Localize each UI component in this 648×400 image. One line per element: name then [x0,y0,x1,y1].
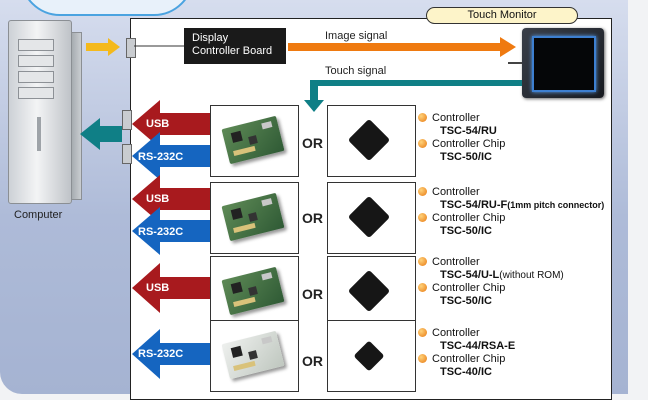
chip-image [347,195,391,239]
usb-arrow [132,263,222,313]
computer-label: Computer [14,209,63,221]
rs232c-label: RS-232C [138,226,184,238]
usb-arrow [132,100,222,148]
controller-chip-photo [327,105,416,177]
chip-label: Controller Chip [432,138,506,150]
controller-label: Controller [432,186,480,198]
bullet-icon [418,113,427,122]
right-margin [628,0,648,394]
chip-model: TSC-50/IC [440,151,492,163]
option-spec-4: Controller TSC-44/RSA-E Controller Chip … [418,327,515,379]
bullet-icon [418,139,427,148]
controller-board-photo [210,320,299,392]
chip-label: Controller Chip [432,212,506,224]
pcb-image [221,115,285,165]
port-connector [126,38,136,58]
controller-model: TSC-54/RU-F [440,199,508,211]
or-label: OR [302,286,323,302]
drive-bay [18,87,54,99]
rs232c-label: RS-232C [138,348,184,360]
chip-image [353,340,385,372]
controller-note: (1mm pitch connector) [507,200,605,210]
bullet-icon [418,187,427,196]
rs232c-arrow [132,132,222,180]
chip-image [347,269,391,313]
display-controller-board: Display Controller Board [184,28,286,64]
drive-bay [18,39,54,51]
port-connector [122,110,132,130]
bullet-icon [418,328,427,337]
option-spec-2: Controller TSC-54/RU-F(1mm pitch connect… [418,186,604,238]
or-label: OR [302,135,323,151]
touch-signal-arrow [304,80,522,112]
controller-board-photo [210,256,299,328]
usb-label: USB [146,282,170,294]
pcb-image [221,192,285,242]
controller-model: TSC-44/RSA-E [440,340,516,352]
drive-bay [18,71,54,83]
board-label-line1: Display [192,32,229,44]
pcb-image [221,330,285,380]
option-spec-1: Controller TSC-54/RU Controller Chip TSC… [418,112,505,164]
monitor-screen [532,36,596,92]
bullet-icon [418,283,427,292]
port-connector [122,144,132,164]
or-label: OR [302,210,323,226]
or-label: OR [302,353,323,369]
option-spec-3: Controller TSC-54/U-L(without ROM) Contr… [418,256,564,308]
usb-arrow [132,175,222,223]
case-slot [37,117,41,151]
usb-label: USB [146,118,170,130]
controller-label: Controller [432,112,480,124]
monitor-icon [522,28,604,98]
chip-label: Controller Chip [432,353,506,365]
controller-board-photo [210,105,299,177]
controller-model: TSC-54/RU [440,125,497,137]
controller-label: Controller [432,256,480,268]
controller-chip-photo [327,182,416,254]
rs232c-label: RS-232C [138,151,184,163]
chip-image [347,118,391,162]
controller-label: Controller [432,327,480,339]
to-computer-arrow [80,118,122,150]
computer-icon [8,20,72,204]
bullet-icon [418,354,427,363]
bullet-icon [418,257,427,266]
usb-label: USB [146,193,170,205]
controller-model: TSC-54/U-L [440,269,500,281]
chip-label: Controller Chip [432,282,506,294]
touch-monitor-label: Touch Monitor [426,7,578,24]
rs232c-arrow [132,329,222,379]
touch-signal-label: Touch signal [325,65,387,77]
image-signal-label: Image signal [325,30,388,42]
chip-model: TSC-50/IC [440,295,492,307]
controller-chip-photo [327,256,416,328]
chip-model: TSC-40/IC [440,366,492,378]
image-signal-arrow [288,37,516,57]
computer-to-board-arrow [86,38,120,56]
controller-chip-photo [327,320,416,392]
rs232c-arrow [132,207,222,255]
chip-model: TSC-50/IC [440,225,492,237]
controller-board-photo [210,182,299,254]
board-label-line2: Controller Board [192,45,273,57]
controller-note: (without ROM) [499,270,564,281]
drive-bay [18,55,54,67]
bullet-icon [418,213,427,222]
pcb-image [221,266,285,316]
